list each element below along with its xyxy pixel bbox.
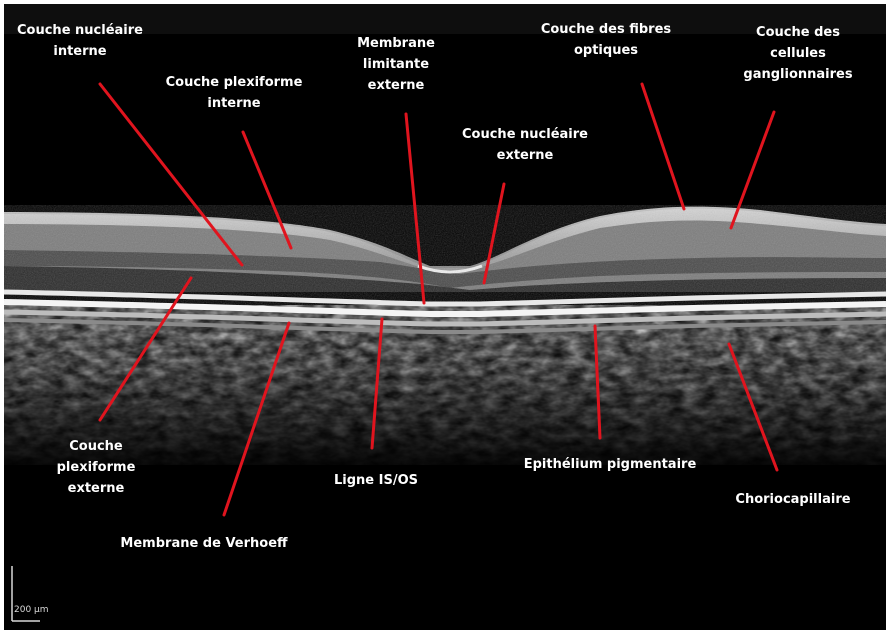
label-couche-nucleaire-externe: Couche nucléaire externe <box>440 124 610 166</box>
label-couche-fibres-optiques: Couche des fibres optiques <box>516 19 696 61</box>
label-membrane-limitante-externe: Membrane limitante externe <box>336 33 456 96</box>
label-epithelium-pigmentaire: Epithélium pigmentaire <box>490 454 730 475</box>
label-membrane-verhoeff: Membrane de Verhoeff <box>84 533 324 554</box>
label-couche-plexiforme-interne: Couche plexiforme interne <box>142 72 326 114</box>
label-couche-nucleaire-interne: Couche nucléaire interne <box>4 20 156 62</box>
label-couche-plexiforme-externe: Couche plexiforme externe <box>36 436 156 499</box>
label-ligne-is-os: Ligne IS/OS <box>316 470 436 491</box>
label-choriocapillaire: Choriocapillaire <box>712 489 874 510</box>
label-couche-cellules-ganglionnaires: Couche des cellules ganglionnaires <box>724 22 872 85</box>
scale-bar-label: 200 µm <box>14 605 49 615</box>
